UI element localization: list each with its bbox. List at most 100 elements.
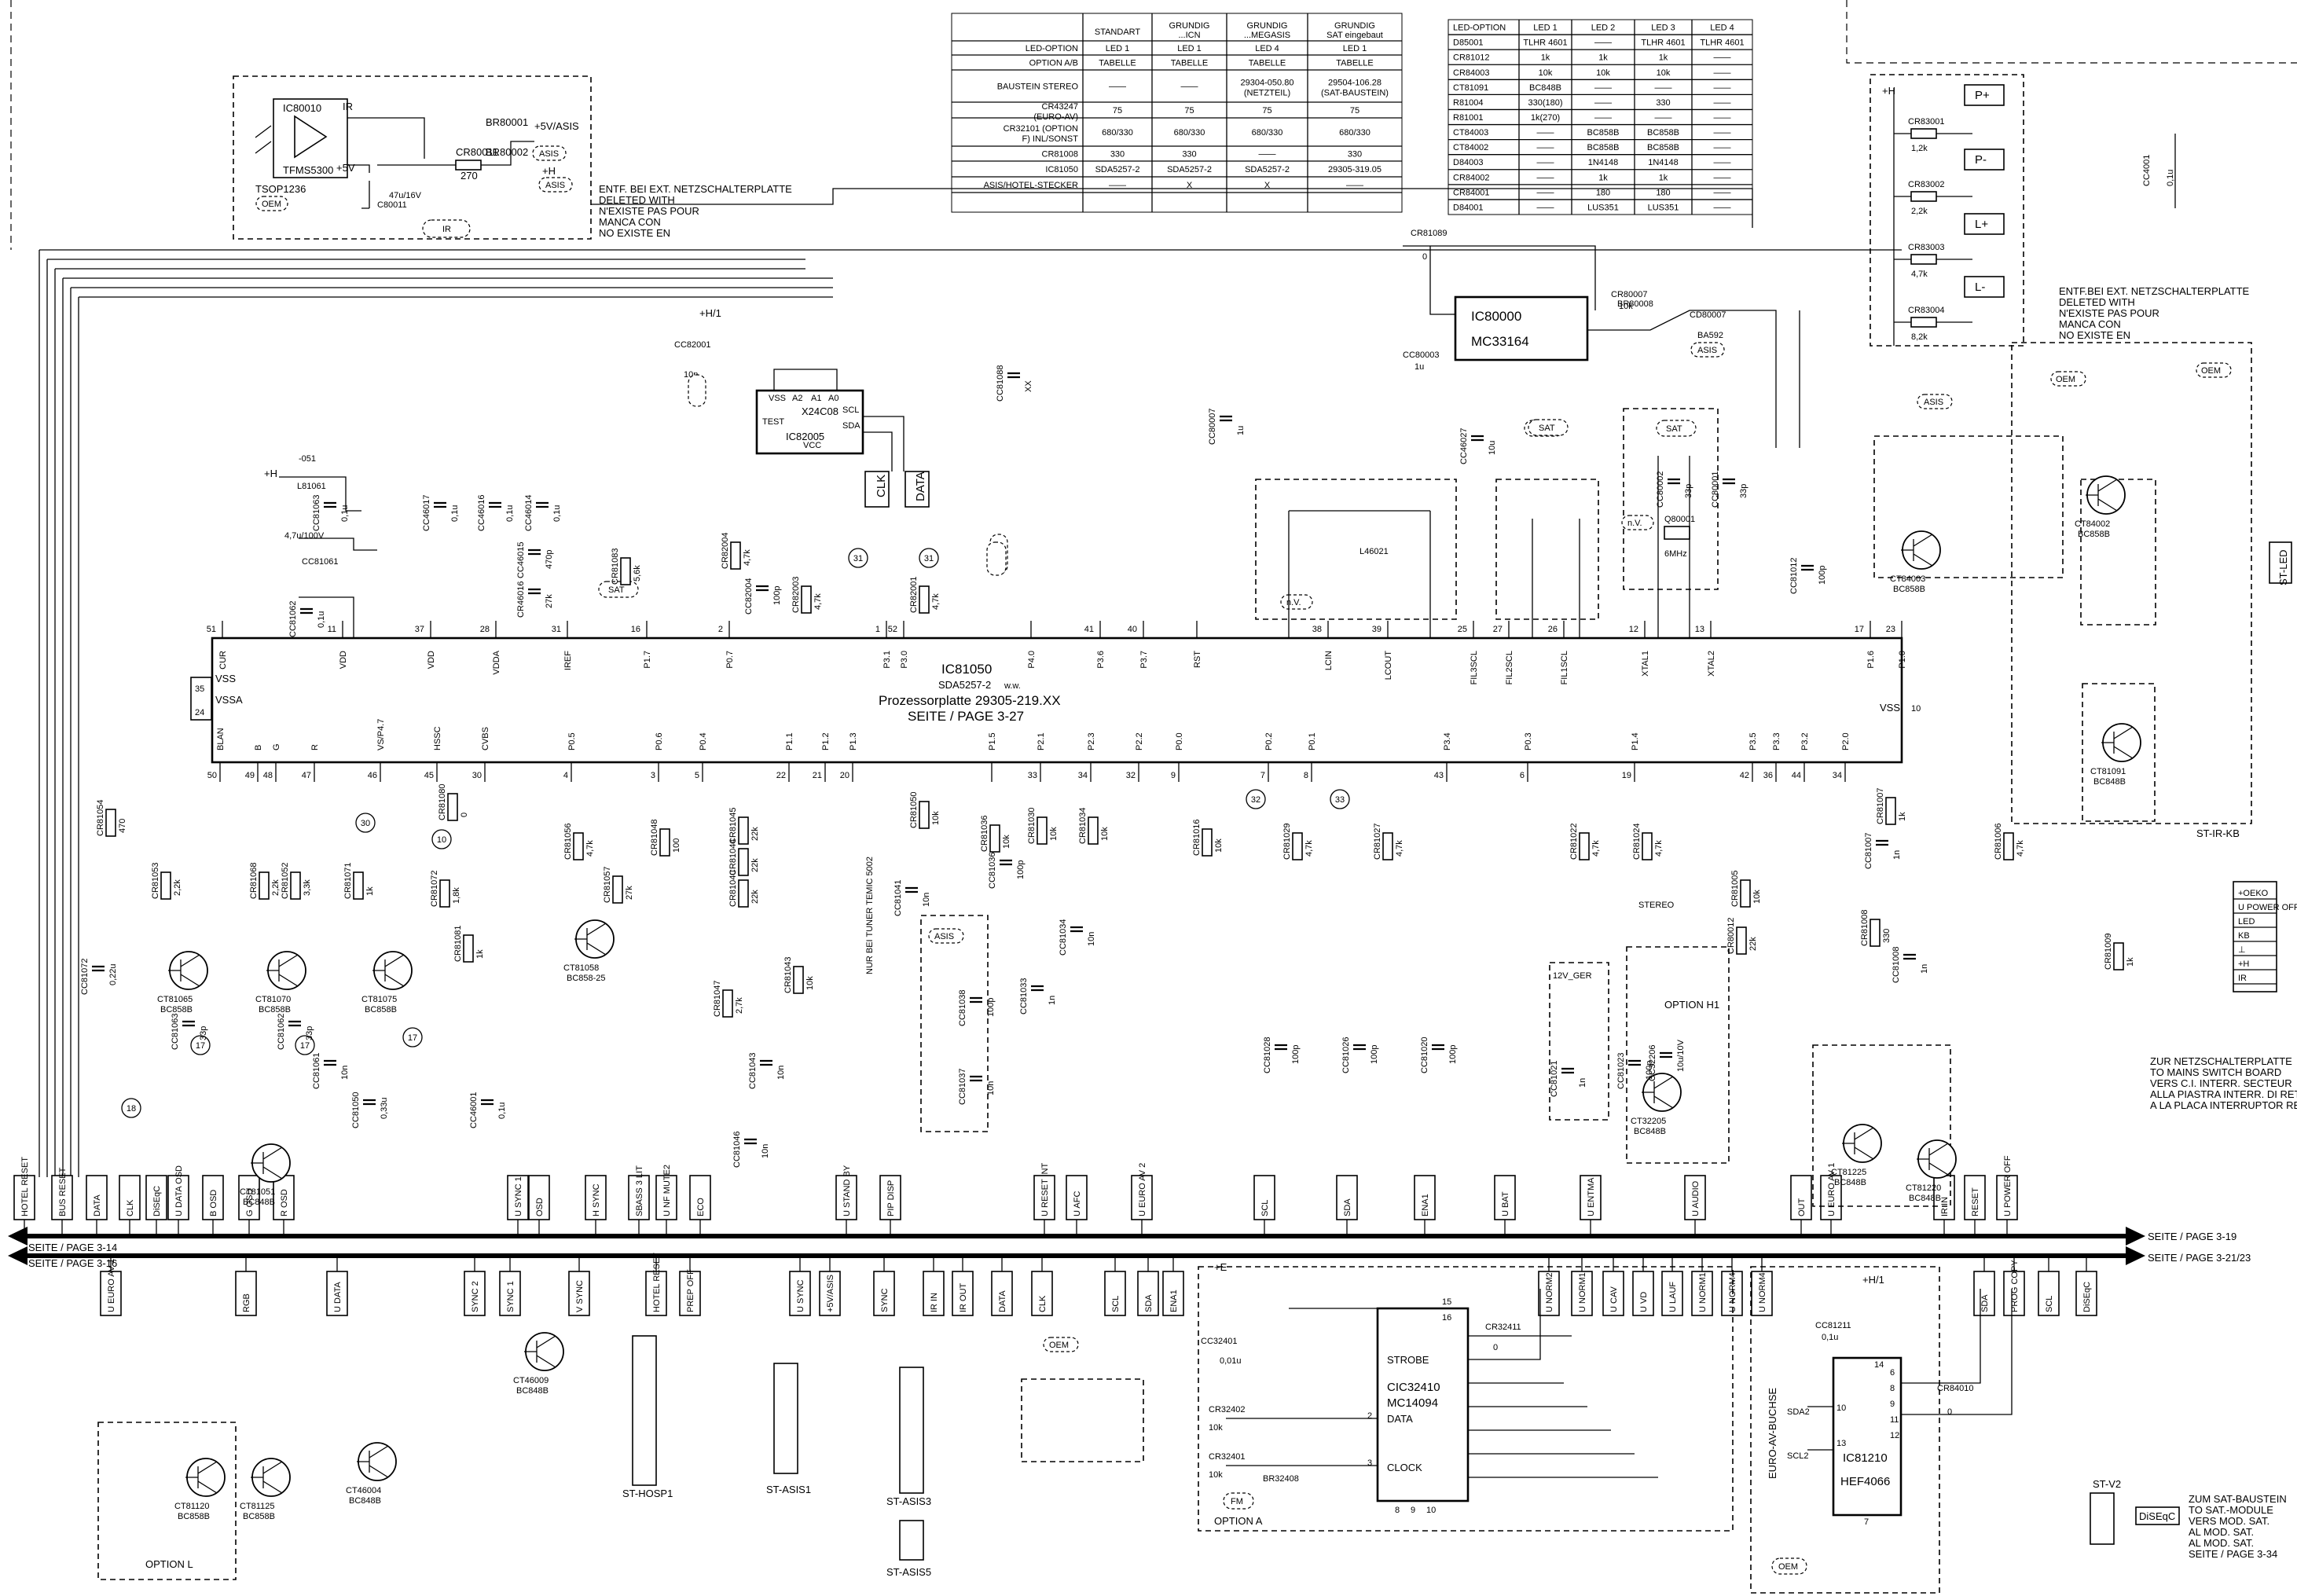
resistor-ref: CR81045 xyxy=(728,808,738,844)
resistor-ref: CR81048 xyxy=(650,820,659,856)
svg-text:ZUR NETZSCHALTERPLATTE: ZUR NETZSCHALTERPLATTE xyxy=(2150,1055,2292,1067)
resistor-value: 3,3k xyxy=(303,879,312,896)
svg-text:25: 25 xyxy=(1458,625,1467,634)
svg-text:33: 33 xyxy=(1028,771,1037,780)
resistor-symbol xyxy=(1870,919,1881,947)
capacitor-value: 0,1u xyxy=(552,505,562,522)
table1-cell: LED 1 xyxy=(1343,44,1367,53)
resistor-value: 2,2k xyxy=(173,879,182,896)
svg-text:BR32408: BR32408 xyxy=(1263,1474,1299,1484)
capacitor-value: 0,1u xyxy=(505,505,515,522)
capacitor-value: 100p xyxy=(986,998,996,1017)
svg-text:X24C08: X24C08 xyxy=(802,405,838,417)
svg-text:ENTF. BEI EXT. NETZSCHALTERPLA: ENTF. BEI EXT. NETZSCHALTERPLATTE xyxy=(599,183,792,195)
capacitor-symbol xyxy=(324,501,336,508)
irkb-pin-label: U POWER OFF xyxy=(2238,903,2297,912)
capacitor-value: 33p xyxy=(199,1026,208,1040)
svg-text:BR80002: BR80002 xyxy=(486,146,528,158)
resistor-symbol xyxy=(1579,832,1590,860)
capacitor-symbol xyxy=(528,549,541,556)
capacitor-ref: CC81020 xyxy=(1420,1037,1429,1073)
capacitor-value: 10u/10V xyxy=(1676,1039,1686,1072)
capacitor-ref: CC81043 xyxy=(748,1053,758,1089)
svg-text:2,2k: 2,2k xyxy=(1911,207,1928,216)
resistor-ref: CR81052 xyxy=(281,863,290,899)
table1-cell: ASIS/HOTEL-STECKER xyxy=(984,181,1078,190)
capacitor-symbol xyxy=(481,1099,494,1106)
capacitor-value: 10n xyxy=(1087,932,1096,946)
capacitor-value: 1u xyxy=(1236,426,1246,435)
svg-text:TEST: TEST xyxy=(762,417,784,427)
resistor-symbol xyxy=(738,816,749,845)
lower-bus-label: PROG COPY xyxy=(2010,1260,2020,1312)
capacitor-symbol xyxy=(434,501,446,508)
upper-bus-label: H SYNC xyxy=(592,1183,601,1216)
resistor-value: 10k xyxy=(1214,838,1224,853)
svg-text:44: 44 xyxy=(1792,771,1801,780)
resistor-symbol xyxy=(793,966,804,994)
capacitor-ref: CC81026 xyxy=(1341,1037,1351,1073)
svg-text:46: 46 xyxy=(368,771,377,780)
transistor-ref: CT81051 xyxy=(240,1187,275,1197)
upper-bus-label: U EURO AV 1 xyxy=(1827,1163,1836,1216)
table2-cell: TLHR 4601 xyxy=(1641,39,1685,48)
capacitor-value: 100p xyxy=(1448,1045,1458,1064)
svg-text:L81061: L81061 xyxy=(297,482,326,491)
main-ic-top-pin: VDD xyxy=(339,651,348,669)
resistor-ref: CR81007 xyxy=(1876,788,1885,824)
resistor-value: 22k xyxy=(750,858,760,872)
main-ic-top-pin: XTAL1 xyxy=(1641,651,1650,677)
svg-text:VERS MOD. SAT.: VERS MOD. SAT. xyxy=(2189,1515,2269,1527)
resistor-ref: CR81008 xyxy=(1860,910,1870,946)
resistor-ref: CR81040 xyxy=(728,871,738,907)
svg-text:+H: +H xyxy=(264,468,277,479)
resistor-ref: CR81047 xyxy=(713,981,722,1017)
table2-cell: —— xyxy=(1714,158,1731,167)
svg-text:40: 40 xyxy=(1128,625,1137,634)
lower-bus-label: U EURO AV 1 xyxy=(107,1259,116,1312)
capacitor-ref: CC81021 xyxy=(1550,1061,1559,1097)
svg-text:3: 3 xyxy=(1367,1458,1372,1468)
svg-text:OPTION L: OPTION L xyxy=(145,1558,193,1570)
svg-text:1,2k: 1,2k xyxy=(1911,144,1928,153)
transistor-type: BC858B xyxy=(243,1512,275,1521)
transistor-type: BC858B xyxy=(160,1005,193,1014)
resistor-ref: CR81034 xyxy=(1078,808,1088,844)
main-ic-top-pin: FIL2SCL xyxy=(1505,651,1514,684)
resistor-ref: CR81016 xyxy=(1192,820,1202,856)
capacitor-ref: CC81033 xyxy=(1019,978,1029,1014)
upper-bus-label: U STAND BY xyxy=(842,1165,852,1216)
table2-cell: 10k xyxy=(1539,68,1553,78)
capacitor-ref: CC81062 xyxy=(288,601,298,637)
resistor-value: 10k xyxy=(1100,827,1110,841)
capacitor-symbol xyxy=(1471,435,1484,442)
svg-text:16: 16 xyxy=(1442,1313,1451,1323)
table1-header: GRUNDIG xyxy=(1334,21,1375,31)
main-ic-bottom-pin: P3.3 xyxy=(1772,732,1781,750)
resistor-symbol xyxy=(919,585,930,614)
capacitor-symbol xyxy=(1275,1044,1287,1051)
main-ic-top-pin: P3.0 xyxy=(900,651,909,669)
frame-top-right xyxy=(1846,0,2297,64)
svg-text:10k: 10k xyxy=(1209,1423,1223,1433)
svg-text:52: 52 xyxy=(888,625,897,634)
transistor-type: BC858B xyxy=(365,1005,397,1014)
svg-text:SDA5257-2: SDA5257-2 xyxy=(938,679,991,691)
svg-text:...MEGASIS: ...MEGASIS xyxy=(1244,31,1290,40)
table2-cell: 1N4148 xyxy=(1588,158,1619,167)
resistor-value: 4,7k xyxy=(743,549,752,566)
upper-bus-label: OSD xyxy=(535,1198,545,1216)
svg-text:MC14094: MC14094 xyxy=(1387,1396,1438,1410)
svg-text:DELETED WITH: DELETED WITH xyxy=(2059,296,2135,308)
svg-text:7: 7 xyxy=(1260,771,1265,780)
resistor-ref: CR81050 xyxy=(909,792,919,828)
capacitor-symbol xyxy=(1070,926,1083,933)
lower-bus-label: IR OUT xyxy=(959,1282,968,1312)
upper-bus-label: SDA xyxy=(1343,1198,1352,1216)
lower-bus-label: U NORM1 xyxy=(1698,1272,1708,1312)
svg-text:47: 47 xyxy=(302,771,311,780)
svg-text:F) INL/SONST: F) INL/SONST xyxy=(1022,134,1078,144)
svg-text:(SAT-BAUSTEIN): (SAT-BAUSTEIN) xyxy=(1321,89,1389,98)
svg-text:IC81210: IC81210 xyxy=(1843,1451,1888,1465)
table1-cell: 75 xyxy=(1262,106,1271,116)
